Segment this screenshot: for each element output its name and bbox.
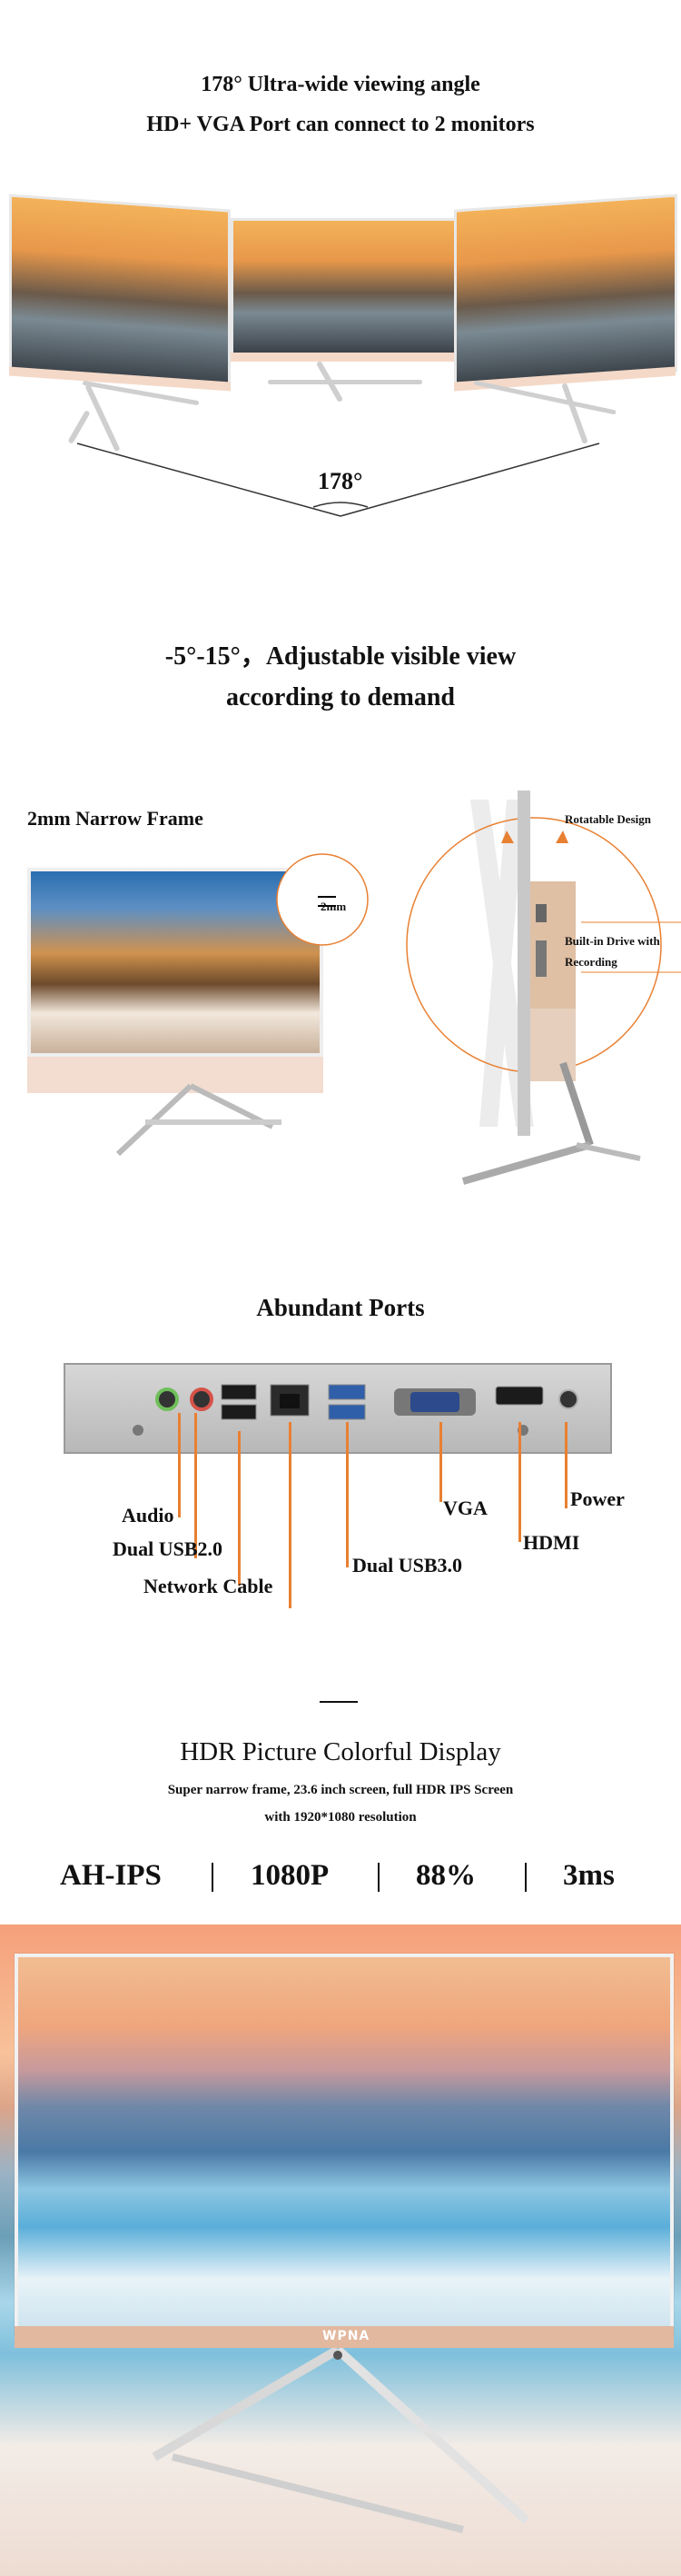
port-panel-svg (133, 1384, 578, 1436)
side-view-svg (406, 791, 681, 1185)
hdmi-leader (518, 1422, 521, 1542)
hdr-subtitle-1: Super narrow frame, 23.6 inch screen, fu… (167, 1783, 514, 1797)
hdr-subtitle-2: with 1920*1080 resolution (264, 1810, 417, 1825)
brand-logo: WPNA (322, 2329, 370, 2343)
spec-response-time: 3ms (563, 1859, 615, 1892)
spec-separator (212, 1863, 213, 1892)
mountain-monitor-stand (115, 1083, 281, 1157)
section-divider (320, 1701, 358, 1703)
angle-lines (76, 443, 600, 517)
usb3-leader (346, 1422, 349, 1567)
hdmi-label: HDMI (523, 1531, 580, 1554)
power-label: Power (570, 1487, 625, 1510)
spec-separator (525, 1863, 527, 1892)
drive-label-2: Recording (565, 955, 617, 969)
spec-row: AH-IPS 1080P 88% 3ms (0, 1859, 681, 1895)
viewing-angle-heading: 178° Ultra-wide viewing angle (201, 73, 480, 96)
adjustable-view-subheading: according to demand (226, 683, 455, 711)
usb2-label: Dual USB2.0 (113, 1537, 223, 1560)
audio-leader (178, 1413, 181, 1517)
vga-label: VGA (443, 1497, 488, 1519)
vga-leader (439, 1422, 442, 1502)
hdr-monitor-chin (15, 2326, 674, 2348)
adjustable-view-heading: -5°-15°，Adjustable visible view (164, 642, 517, 671)
spec-resolution: 1080P (251, 1859, 330, 1892)
audio-label: Audio (122, 1504, 174, 1527)
spec-screen-ratio: 88% (416, 1859, 476, 1892)
mountain-screen (27, 868, 323, 1057)
bezel-zoom-circle (276, 853, 369, 946)
port-panel (64, 1363, 612, 1454)
ports-title: Abundant Ports (256, 1294, 425, 1321)
network-label: Network Cable (143, 1575, 273, 1597)
spec-separator (378, 1863, 380, 1892)
monitor-center-chin (231, 353, 458, 362)
rotate-label: Rotatable Design (565, 812, 651, 826)
monitor-center-base (268, 380, 422, 384)
angle-label: 178° (318, 468, 363, 494)
spec-panel-type: AH-IPS (60, 1859, 162, 1892)
hdr-monitor-stand (152, 2348, 530, 2533)
network-leader (289, 1422, 291, 1608)
hdr-title: HDR Picture Colorful Display (180, 1737, 501, 1766)
usb3-label: Dual USB3.0 (352, 1554, 463, 1576)
mountain-monitor-chin (27, 1057, 323, 1093)
bezel-label: 2mm (321, 900, 347, 913)
narrow-frame-title: 2mm Narrow Frame (27, 807, 203, 830)
vga-port-heading: HD+ VGA Port can connect to 2 monitors (146, 113, 535, 136)
drive-label-1: Built-in Drive with (565, 934, 660, 948)
power-leader (565, 1422, 568, 1508)
usb2-leader (194, 1413, 197, 1558)
hdr-monitor-screen (15, 1954, 674, 2335)
usb2-leader-2 (238, 1431, 241, 1586)
